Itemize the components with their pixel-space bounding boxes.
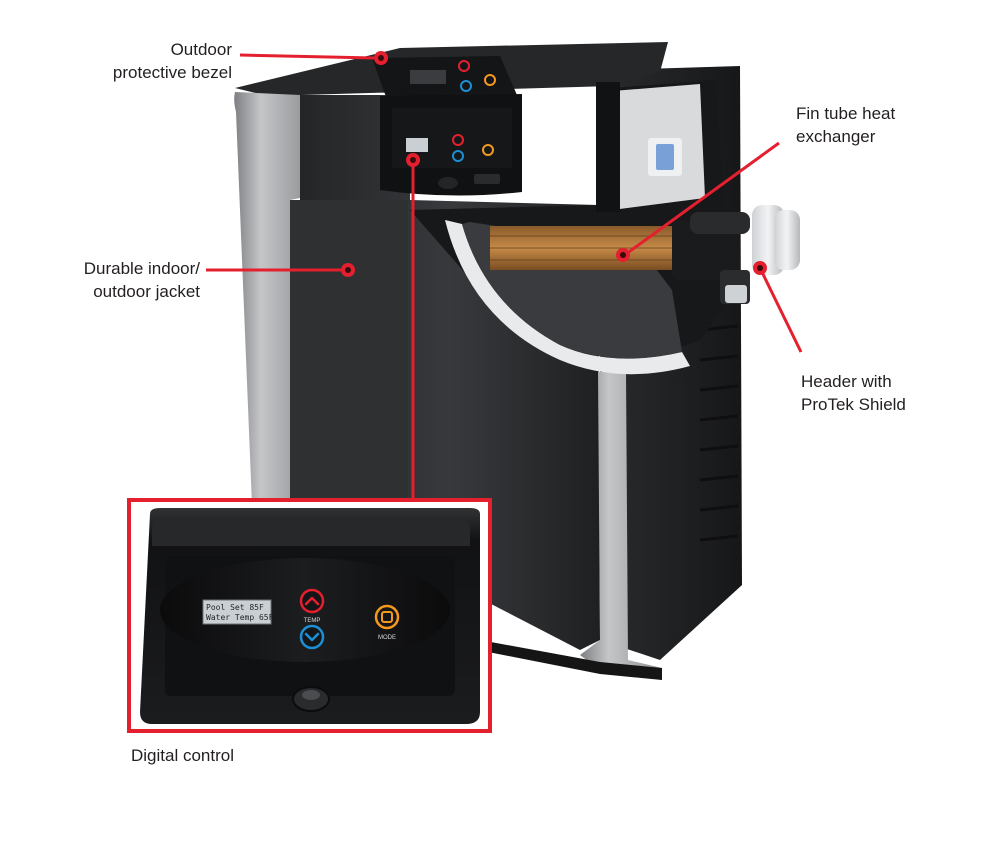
callout-jacket-line-1: Durable indoor/ <box>83 259 200 278</box>
leader-lines <box>206 53 803 500</box>
top-control-bezel <box>372 56 522 196</box>
mode-label: MODE <box>378 635 396 641</box>
callout-fin-tube-heat-exchanger: Fin tube heat exchanger <box>796 102 976 148</box>
callout-bezel-line-2: protective bezel <box>112 63 232 82</box>
callout-digital-line-1: Digital control <box>131 746 234 765</box>
callout-header-line-1: Header with <box>801 372 892 391</box>
digital-control-inset: Pool Set 85F Water Temp 65F TEMP MODE <box>127 498 492 733</box>
lcd-screen <box>202 599 272 625</box>
callout-bezel-line-1: Outdoor <box>170 40 232 59</box>
lcd-line-2: Water Temp 65F <box>206 613 274 622</box>
chevron-down-icon <box>304 632 320 642</box>
temp-down-button[interactable] <box>299 624 325 650</box>
callout-header-protek-shield: Header with ProTek Shield <box>801 370 981 416</box>
callout-fin-line-1: Fin tube heat <box>796 104 896 123</box>
callout-digital-control: Digital control <box>131 744 331 767</box>
callout-fin-line-2: exchanger <box>796 127 876 146</box>
mode-button[interactable] <box>374 604 400 630</box>
leader-header <box>758 267 803 353</box>
heater-base <box>478 640 662 680</box>
leader-bezel <box>239 53 375 60</box>
temp-label: TEMP <box>304 618 321 624</box>
lcd-line-1: Pool Set 85F <box>206 603 264 612</box>
callout-dots <box>341 51 767 277</box>
combustion-chamber <box>445 220 690 375</box>
front-trim-right <box>580 372 662 680</box>
chevron-up-icon <box>304 596 320 606</box>
callout-jacket-line-2: outdoor jacket <box>93 282 200 301</box>
header-assembly <box>672 205 800 304</box>
temp-up-button[interactable] <box>299 588 325 614</box>
callout-durable-jacket: Durable indoor/ outdoor jacket <box>40 257 200 303</box>
callout-outdoor-protective-bezel: Outdoor protective bezel <box>60 38 232 84</box>
leader-fin <box>625 141 780 256</box>
callout-header-line-2: ProTek Shield <box>801 395 906 414</box>
jacket-recess <box>290 200 408 505</box>
mode-square-icon <box>381 611 393 623</box>
